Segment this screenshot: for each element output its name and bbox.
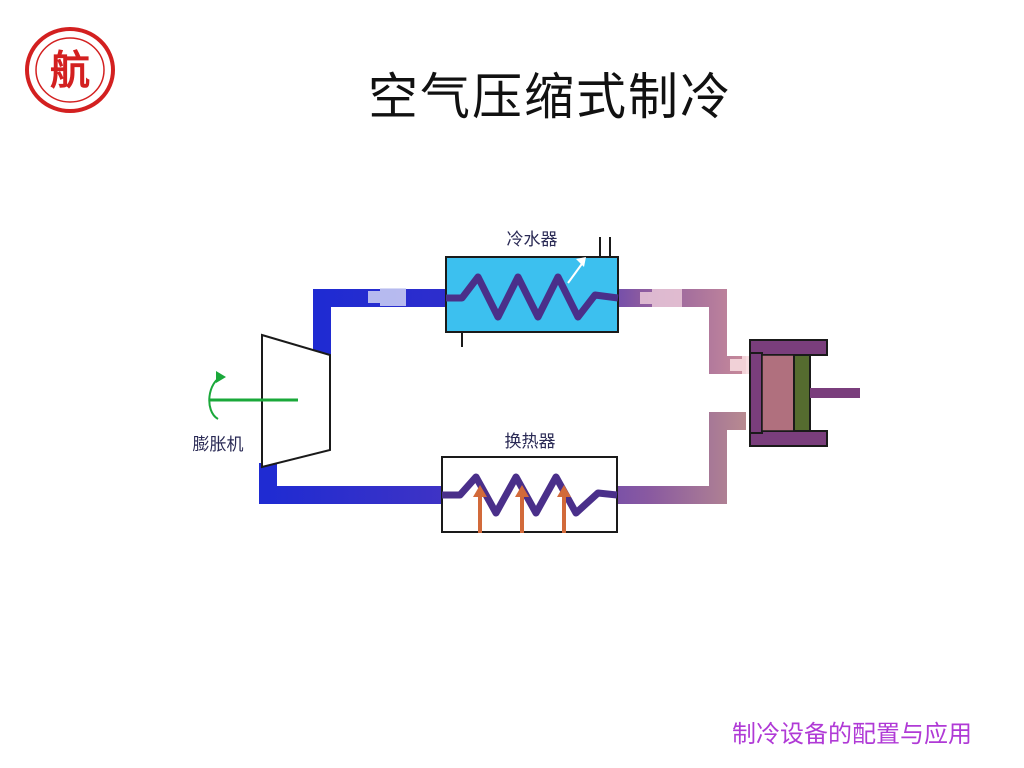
cooler-label: 冷水器: [507, 230, 558, 250]
cooler: [445, 237, 619, 347]
refrigeration-cycle-diagram: 冷水器 换热器 膨胀机: [193, 230, 860, 533]
top-pipe: [313, 289, 746, 374]
school-seal-logo: 航: [25, 27, 115, 113]
compressor: [749, 339, 860, 447]
heat-exchanger: [441, 456, 618, 533]
expander-label: 膨胀机: [193, 435, 244, 455]
flow-arrow-top-right: [640, 289, 682, 307]
heat-arrow-1: [473, 485, 487, 533]
heat-exchanger-label: 换热器: [505, 432, 556, 452]
school-seal-icon: 航: [25, 27, 115, 113]
slide-footer: 制冷设备的配置与应用: [732, 720, 972, 748]
seal-glyph: 航: [50, 47, 90, 94]
rotation-arrow-icon: [208, 376, 223, 420]
cooler-coil: [446, 273, 619, 321]
heat-arrow-3: [557, 485, 571, 533]
bottom-pipe: [259, 412, 746, 504]
expander: [208, 333, 331, 469]
heat-arrow-2: [515, 485, 529, 533]
slide-title: 空气压缩式制冷: [368, 68, 732, 126]
flow-arrow-top-left: [368, 288, 406, 306]
